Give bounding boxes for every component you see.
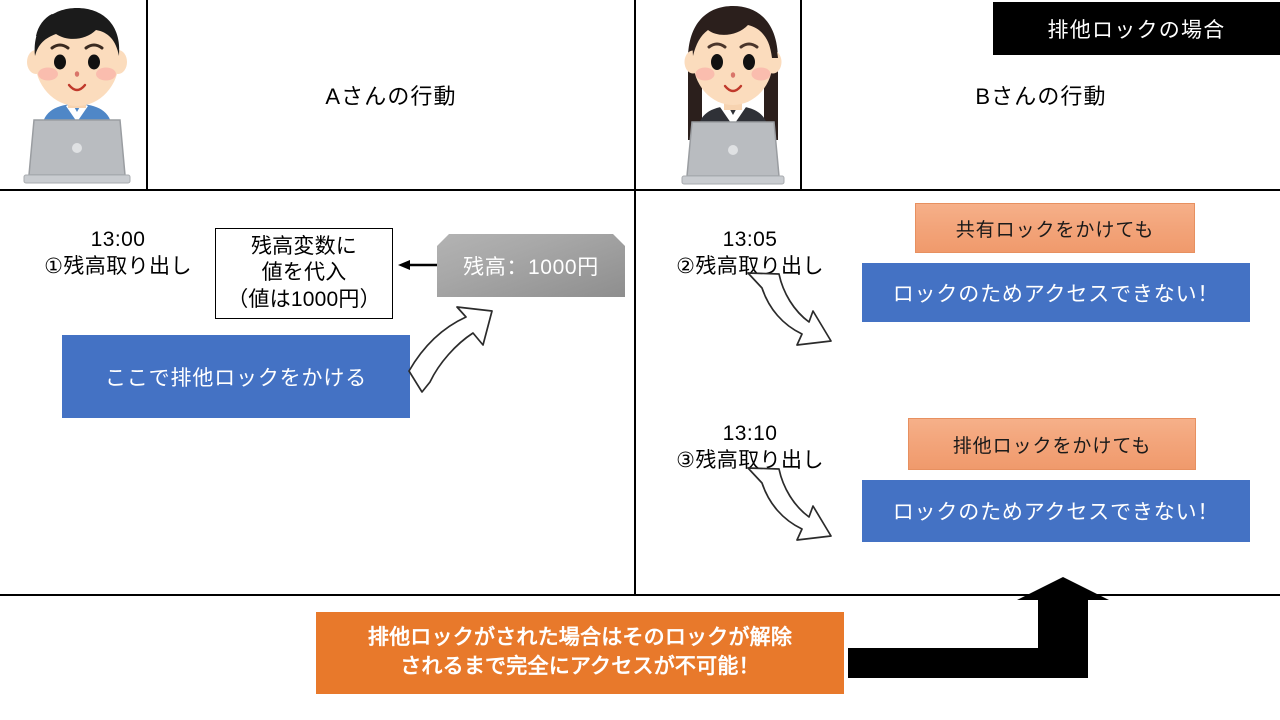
right-row-2-attempt-box: 排他ロックをかけても bbox=[908, 418, 1196, 470]
footer-divider-line bbox=[0, 594, 1280, 596]
footer-callout-box: 排他ロックがされた場合はそのロックが解除 されるまで完全にアクセスが不可能！ bbox=[316, 612, 844, 694]
footer-elbow-arrow bbox=[848, 577, 1109, 678]
female-avatar-icon bbox=[668, 0, 798, 188]
center-divider-line bbox=[634, 0, 636, 595]
right-row-1-time-label: 13:05 ②残高取り出し bbox=[676, 228, 824, 279]
balance-to-assign-arrow bbox=[398, 260, 437, 270]
column-header-a-label: Aさんの行動 bbox=[325, 83, 457, 109]
column-header-b: Bさんの行動 bbox=[802, 0, 1280, 189]
assign-value-box: 残高変数に 値を代入 （値は1000円） bbox=[215, 228, 393, 319]
right-avatar-divider-line bbox=[800, 0, 802, 190]
column-header-a: Aさんの行動 bbox=[148, 0, 634, 189]
title-banner-label: 排他ロックの場合 bbox=[1047, 18, 1226, 42]
right-row-1-attempt-box: 共有ロックをかけても bbox=[915, 203, 1195, 253]
title-banner: 排他ロックの場合 bbox=[993, 2, 1280, 55]
right-row-2-result-box: ロックのためアクセスできない！ bbox=[862, 480, 1250, 542]
right-row-1-result-box: ロックのためアクセスできない！ bbox=[862, 263, 1250, 322]
balance-tag: 残高：1000円 bbox=[437, 234, 625, 297]
right-row-2-curved-down-arrow bbox=[747, 467, 832, 541]
left-time-label: 13:00 ①残高取り出し bbox=[44, 228, 192, 279]
male-avatar-icon bbox=[12, 0, 142, 188]
left-curved-up-arrow bbox=[408, 306, 493, 393]
exclusive-lock-box: ここで排他ロックをかける bbox=[62, 335, 410, 418]
left-avatar-divider-line bbox=[146, 0, 148, 190]
column-header-b-label: Bさんの行動 bbox=[975, 83, 1107, 109]
right-row-2-time-label: 13:10 ③残高取り出し bbox=[676, 422, 824, 473]
right-row-1-curved-down-arrow bbox=[747, 272, 832, 346]
header-divider-line bbox=[0, 189, 1280, 191]
